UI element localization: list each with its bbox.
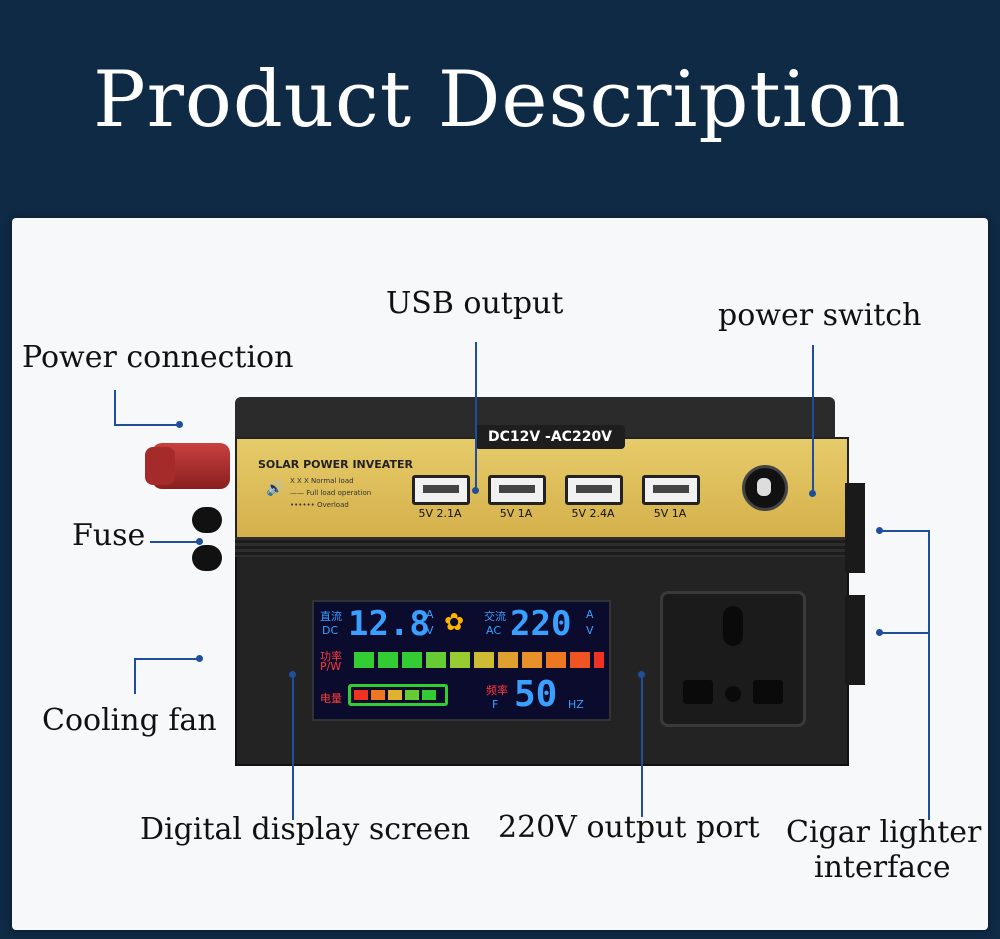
speaker-icon: 🔊 xyxy=(266,481,284,497)
digital-display-label: Digital display screen xyxy=(140,812,471,847)
display-callout-line xyxy=(292,675,294,820)
power-bar xyxy=(570,652,590,668)
power-bar xyxy=(426,652,446,668)
cigar-callout-line-v xyxy=(928,530,930,820)
usb-port-3[interactable] xyxy=(565,475,623,505)
cigar-lighter-label: Cigar lighter xyxy=(786,815,982,850)
power-callout-line-h xyxy=(114,424,178,426)
freq-unit: HZ xyxy=(568,698,584,711)
power-bar xyxy=(522,652,542,668)
power-bar xyxy=(354,652,374,668)
battery-cn-label: 电量 xyxy=(320,692,342,705)
fuse-holder-2[interactable] xyxy=(192,545,222,571)
power-label: P/W xyxy=(320,660,342,673)
cigar-callout-dot-1 xyxy=(876,527,883,534)
freq-cn-label: 频率 xyxy=(486,684,508,697)
power-bar xyxy=(474,652,494,668)
usb-port-2-label: 5V 1A xyxy=(499,507,533,520)
power-cn-label: 功率 xyxy=(320,650,342,663)
display-callout-dot xyxy=(289,671,296,678)
ac-cn-label: 交流 xyxy=(484,610,506,623)
power-bar xyxy=(402,652,422,668)
power-switch[interactable] xyxy=(742,465,788,511)
power-callout-dot xyxy=(176,421,183,428)
inverter-device: DC12V -AC220V SOLAR POWER INVEATER 🔊 X X… xyxy=(145,395,865,775)
ac-label: AC xyxy=(486,624,502,637)
power-bar xyxy=(498,652,518,668)
legend-full: —— Full load operation xyxy=(290,489,372,497)
power-level-bars xyxy=(354,652,604,668)
usb-callout-line xyxy=(475,342,477,490)
fuse-callout-dot xyxy=(196,538,203,545)
spec-band: DC12V -AC220V xyxy=(475,425,625,449)
switch-callout-dot xyxy=(809,490,816,497)
cigar-lighter-socket-1[interactable] xyxy=(845,483,865,573)
usb-port-3-label: 5V 2.4A xyxy=(571,507,615,520)
power-bar xyxy=(546,652,566,668)
usb-port-4-label: 5V 1A xyxy=(653,507,687,520)
socket-pin-right xyxy=(753,680,783,704)
socket-pin-top xyxy=(723,606,743,646)
power-bar xyxy=(594,652,604,668)
power-bar xyxy=(378,652,398,668)
power-callout-line-v xyxy=(114,390,116,425)
digital-display-screen: 直流 DC 12.8 A V ✿ 交流 AC 220 A V 功率 P/W xyxy=(312,600,611,721)
socket-pin-center xyxy=(725,686,741,702)
fuse-callout-line xyxy=(150,541,198,543)
ac-output-socket[interactable] xyxy=(660,591,806,727)
cigar-callout-line-1 xyxy=(880,530,930,532)
cigar-callout-dot-2 xyxy=(876,629,883,636)
terminal-cap xyxy=(145,447,175,485)
switch-callout-line xyxy=(812,345,814,493)
usb-port-4[interactable] xyxy=(642,475,700,505)
battery-icon xyxy=(348,684,448,706)
power-bar xyxy=(450,652,470,668)
page-title: Product Description xyxy=(93,55,907,145)
fan-icon: ✿ xyxy=(444,608,465,636)
usb-port-2[interactable] xyxy=(488,475,546,505)
freq-label: F xyxy=(492,698,499,711)
socket-pin-left xyxy=(683,680,713,704)
dc-value: 12.8 xyxy=(348,604,430,644)
output-220v-label: 220V output port xyxy=(498,810,760,845)
usb-port-1[interactable] xyxy=(412,475,470,505)
dc-unit-v: V xyxy=(426,624,434,637)
usb-port-1-label: 5V 2.1A xyxy=(418,507,462,520)
socket-callout-dot xyxy=(638,671,645,678)
device-ribs xyxy=(235,537,845,557)
power-switch-label: power switch xyxy=(718,298,922,333)
dc-cn-label: 直流 xyxy=(320,610,342,623)
cigar-callout-line-2 xyxy=(880,632,930,634)
cigar-lighter-socket-2[interactable] xyxy=(845,595,865,685)
cigar-lighter-label-2: interface xyxy=(814,850,951,885)
fuse-label: Fuse xyxy=(72,518,146,553)
dc-label: DC xyxy=(322,624,339,637)
legend-normal: X X X Normal load xyxy=(290,477,354,485)
ac-value: 220 xyxy=(510,604,572,644)
fan-callout-dot xyxy=(196,655,203,662)
dc-unit-a: A xyxy=(426,608,434,621)
socket-callout-line xyxy=(641,675,643,817)
ac-unit-v: V xyxy=(586,624,594,637)
fan-callout-line-v xyxy=(134,658,136,694)
cooling-fan-label: Cooling fan xyxy=(42,703,217,738)
fan-callout-line-h xyxy=(134,658,198,660)
fuse-holder-1[interactable] xyxy=(192,507,222,533)
power-connection-label: Power connection xyxy=(22,340,294,375)
legend-overload: •••••• Overload xyxy=(290,501,349,509)
brand-text: SOLAR POWER INVEATER xyxy=(258,458,413,471)
freq-value: 50 xyxy=(514,674,558,715)
usb-callout-dot xyxy=(472,487,479,494)
usb-output-label: USB output xyxy=(386,286,564,321)
ac-unit-a: A xyxy=(586,608,594,621)
